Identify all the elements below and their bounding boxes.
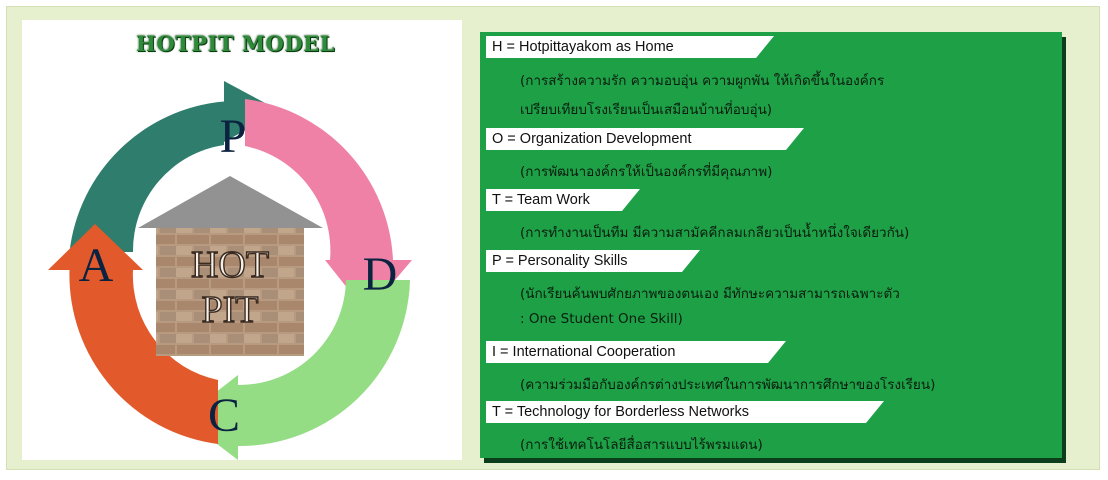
item-p-label: P = Personality Skills <box>492 253 628 269</box>
letter-d: D <box>363 248 398 301</box>
item-h-desc-line-2: เปรียบเทียบโรงเรียนเป็นเสมือนบ้านที่อบอุ… <box>520 102 773 118</box>
item-t-tech-banner: T = Technology for Borderless Networks <box>486 401 884 423</box>
item-i-banner: I = International Cooperation <box>486 341 786 363</box>
p-arc <box>69 81 280 252</box>
item-h-banner: H = Hotpittayakom as Home <box>486 36 774 58</box>
item-o-label: O = Organization Development <box>492 131 692 147</box>
item-o-desc-line-1: (การพัฒนาองค์กรให้เป็นองค์กรที่มีคุณภาพ) <box>520 164 773 180</box>
house-roof <box>138 176 323 228</box>
item-t-team-desc-line-1: (การทำงานเป็นทีม มีความสามัคคีกลมเกลียวเ… <box>520 225 910 241</box>
item-i-desc-line-1: (ความร่วมมือกับองค์กรต่างประเทศในการพัฒน… <box>520 377 936 393</box>
model-title: HOTPIT MODEL <box>136 31 335 56</box>
item-o-banner: O = Organization Development <box>486 128 804 150</box>
item-i-label: I = International Cooperation <box>492 344 676 360</box>
hotpit-definitions-panel: H = Hotpittayakom as Home (การสร้างความร… <box>480 32 1062 458</box>
item-h-desc-line-1: (การสร้างความรัก ความอบอุ่น ความผูกพัน ใ… <box>520 73 885 89</box>
item-t-tech-label: T = Technology for Borderless Networks <box>492 404 749 420</box>
d-arc <box>245 99 412 313</box>
c-arc <box>183 280 410 460</box>
item-h-label: H = Hotpittayakom as Home <box>492 39 674 55</box>
letter-a: A <box>79 239 114 292</box>
house-text-line-1: HOT <box>191 244 269 286</box>
item-t-team-label: T = Team Work <box>492 192 590 208</box>
letter-c: C <box>208 389 240 442</box>
a-arc <box>48 224 218 444</box>
item-p-banner: P = Personality Skills <box>486 250 700 272</box>
item-p-desc-line-2: : One Student One Skill) <box>520 311 683 327</box>
item-p-desc-line-1: (นักเรียนค้นพบศักยภาพของตนเอง มีทักษะควา… <box>520 286 900 302</box>
house-brick-wall <box>156 228 304 356</box>
letter-p: P <box>220 110 247 163</box>
pdca-cycle-diagram: HOT PIT P D C A <box>48 81 412 460</box>
item-t-tech-desc-line-1: (การใช้เทคโนโลยีสื่อสารแบบไร้พรมแดน) <box>520 437 763 453</box>
item-t-team-banner: T = Team Work <box>486 189 640 211</box>
house-text-line-2: PIT <box>202 289 259 331</box>
